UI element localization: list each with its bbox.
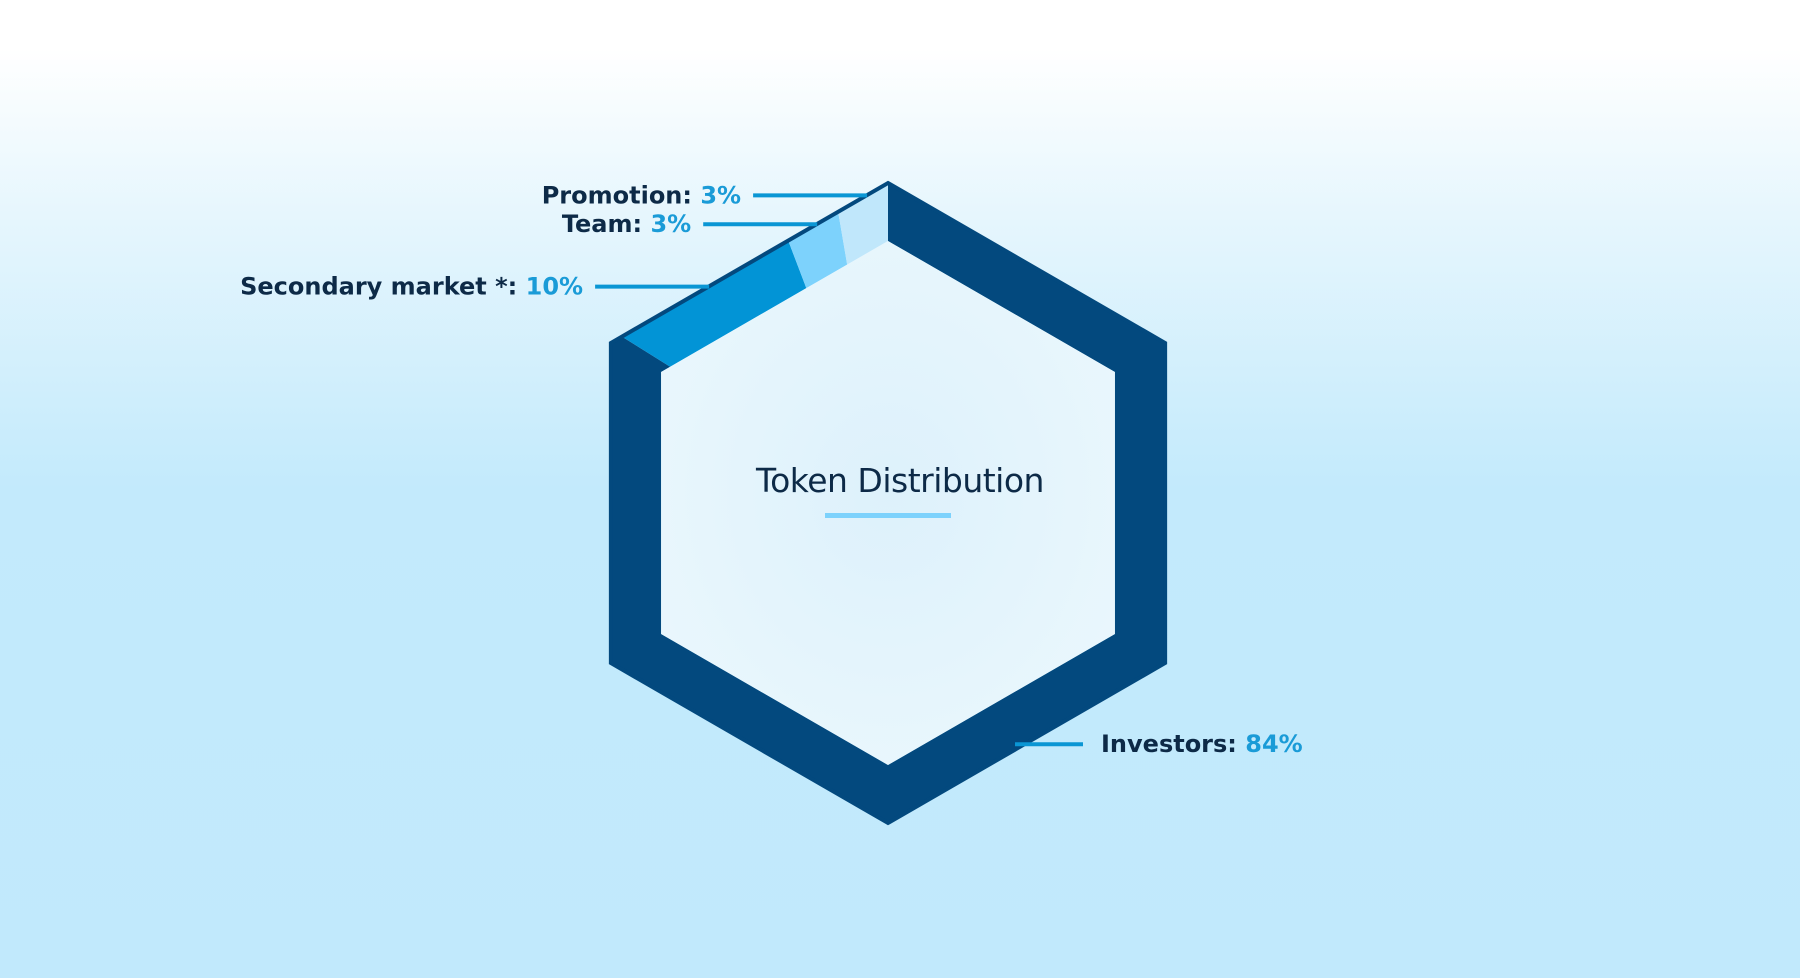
data-label-value: 10% xyxy=(526,273,583,301)
data-label-name: Investors: xyxy=(1101,730,1245,758)
data-label: Promotion: 3% xyxy=(542,181,741,209)
data-label-value: 84% xyxy=(1245,730,1302,758)
slice-team xyxy=(788,211,848,289)
data-label-name: Secondary market *: xyxy=(240,273,526,301)
segment-labels: Investors: 84% Secondary market *: 10% Tea… xyxy=(240,181,1303,758)
slice-promotion xyxy=(838,183,888,265)
hexagon-outer-rim xyxy=(608,180,1168,826)
chart-title: Token Distribution xyxy=(755,461,1044,500)
data-label-value: 3% xyxy=(650,210,691,238)
data-label-name: Promotion: xyxy=(542,181,701,209)
slice-secondary-market xyxy=(621,240,807,367)
data-label: Investors: 84% xyxy=(1101,730,1303,758)
data-label-value: 3% xyxy=(700,181,741,209)
leader-lines xyxy=(595,193,1083,747)
hexagon-inner-face xyxy=(661,241,1115,765)
data-label-name: Team: xyxy=(562,210,651,238)
title-underline xyxy=(825,513,951,518)
data-label: Team: 3% xyxy=(562,210,691,238)
data-label: Secondary market *: 10% xyxy=(240,273,583,301)
chart-segments xyxy=(608,180,1168,826)
